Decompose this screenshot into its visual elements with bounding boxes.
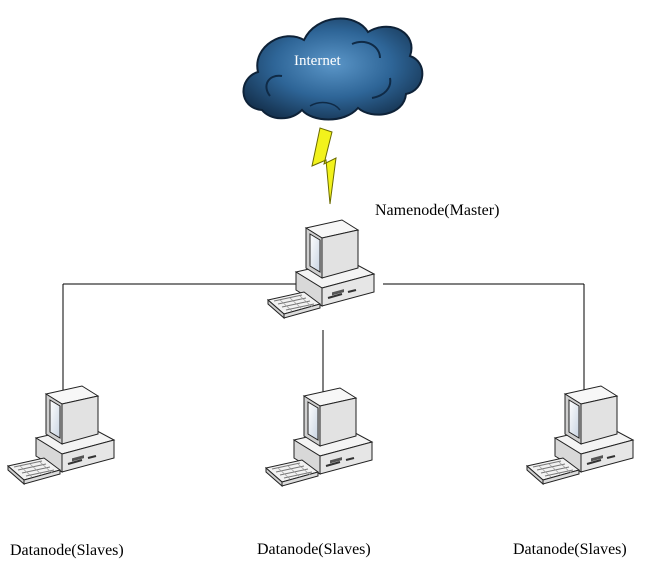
slave-label-left: Datanode(Slaves) [10,542,124,559]
slave-label-center: Datanode(Slaves) [257,541,371,558]
slave-computer-icon-right [526,385,634,485]
internet-cloud-icon [242,17,424,121]
slave-computer-icon-center [265,387,373,487]
master-computer-icon [267,219,375,319]
master-label: Namenode(Master) [375,202,500,219]
lightning-bolt-icon [311,127,337,205]
connector-lines [62,283,585,393]
internet-label: Internet [294,53,341,69]
slave-label-right: Datanode(Slaves) [513,541,627,558]
slave-computer-icon-left [7,385,115,485]
